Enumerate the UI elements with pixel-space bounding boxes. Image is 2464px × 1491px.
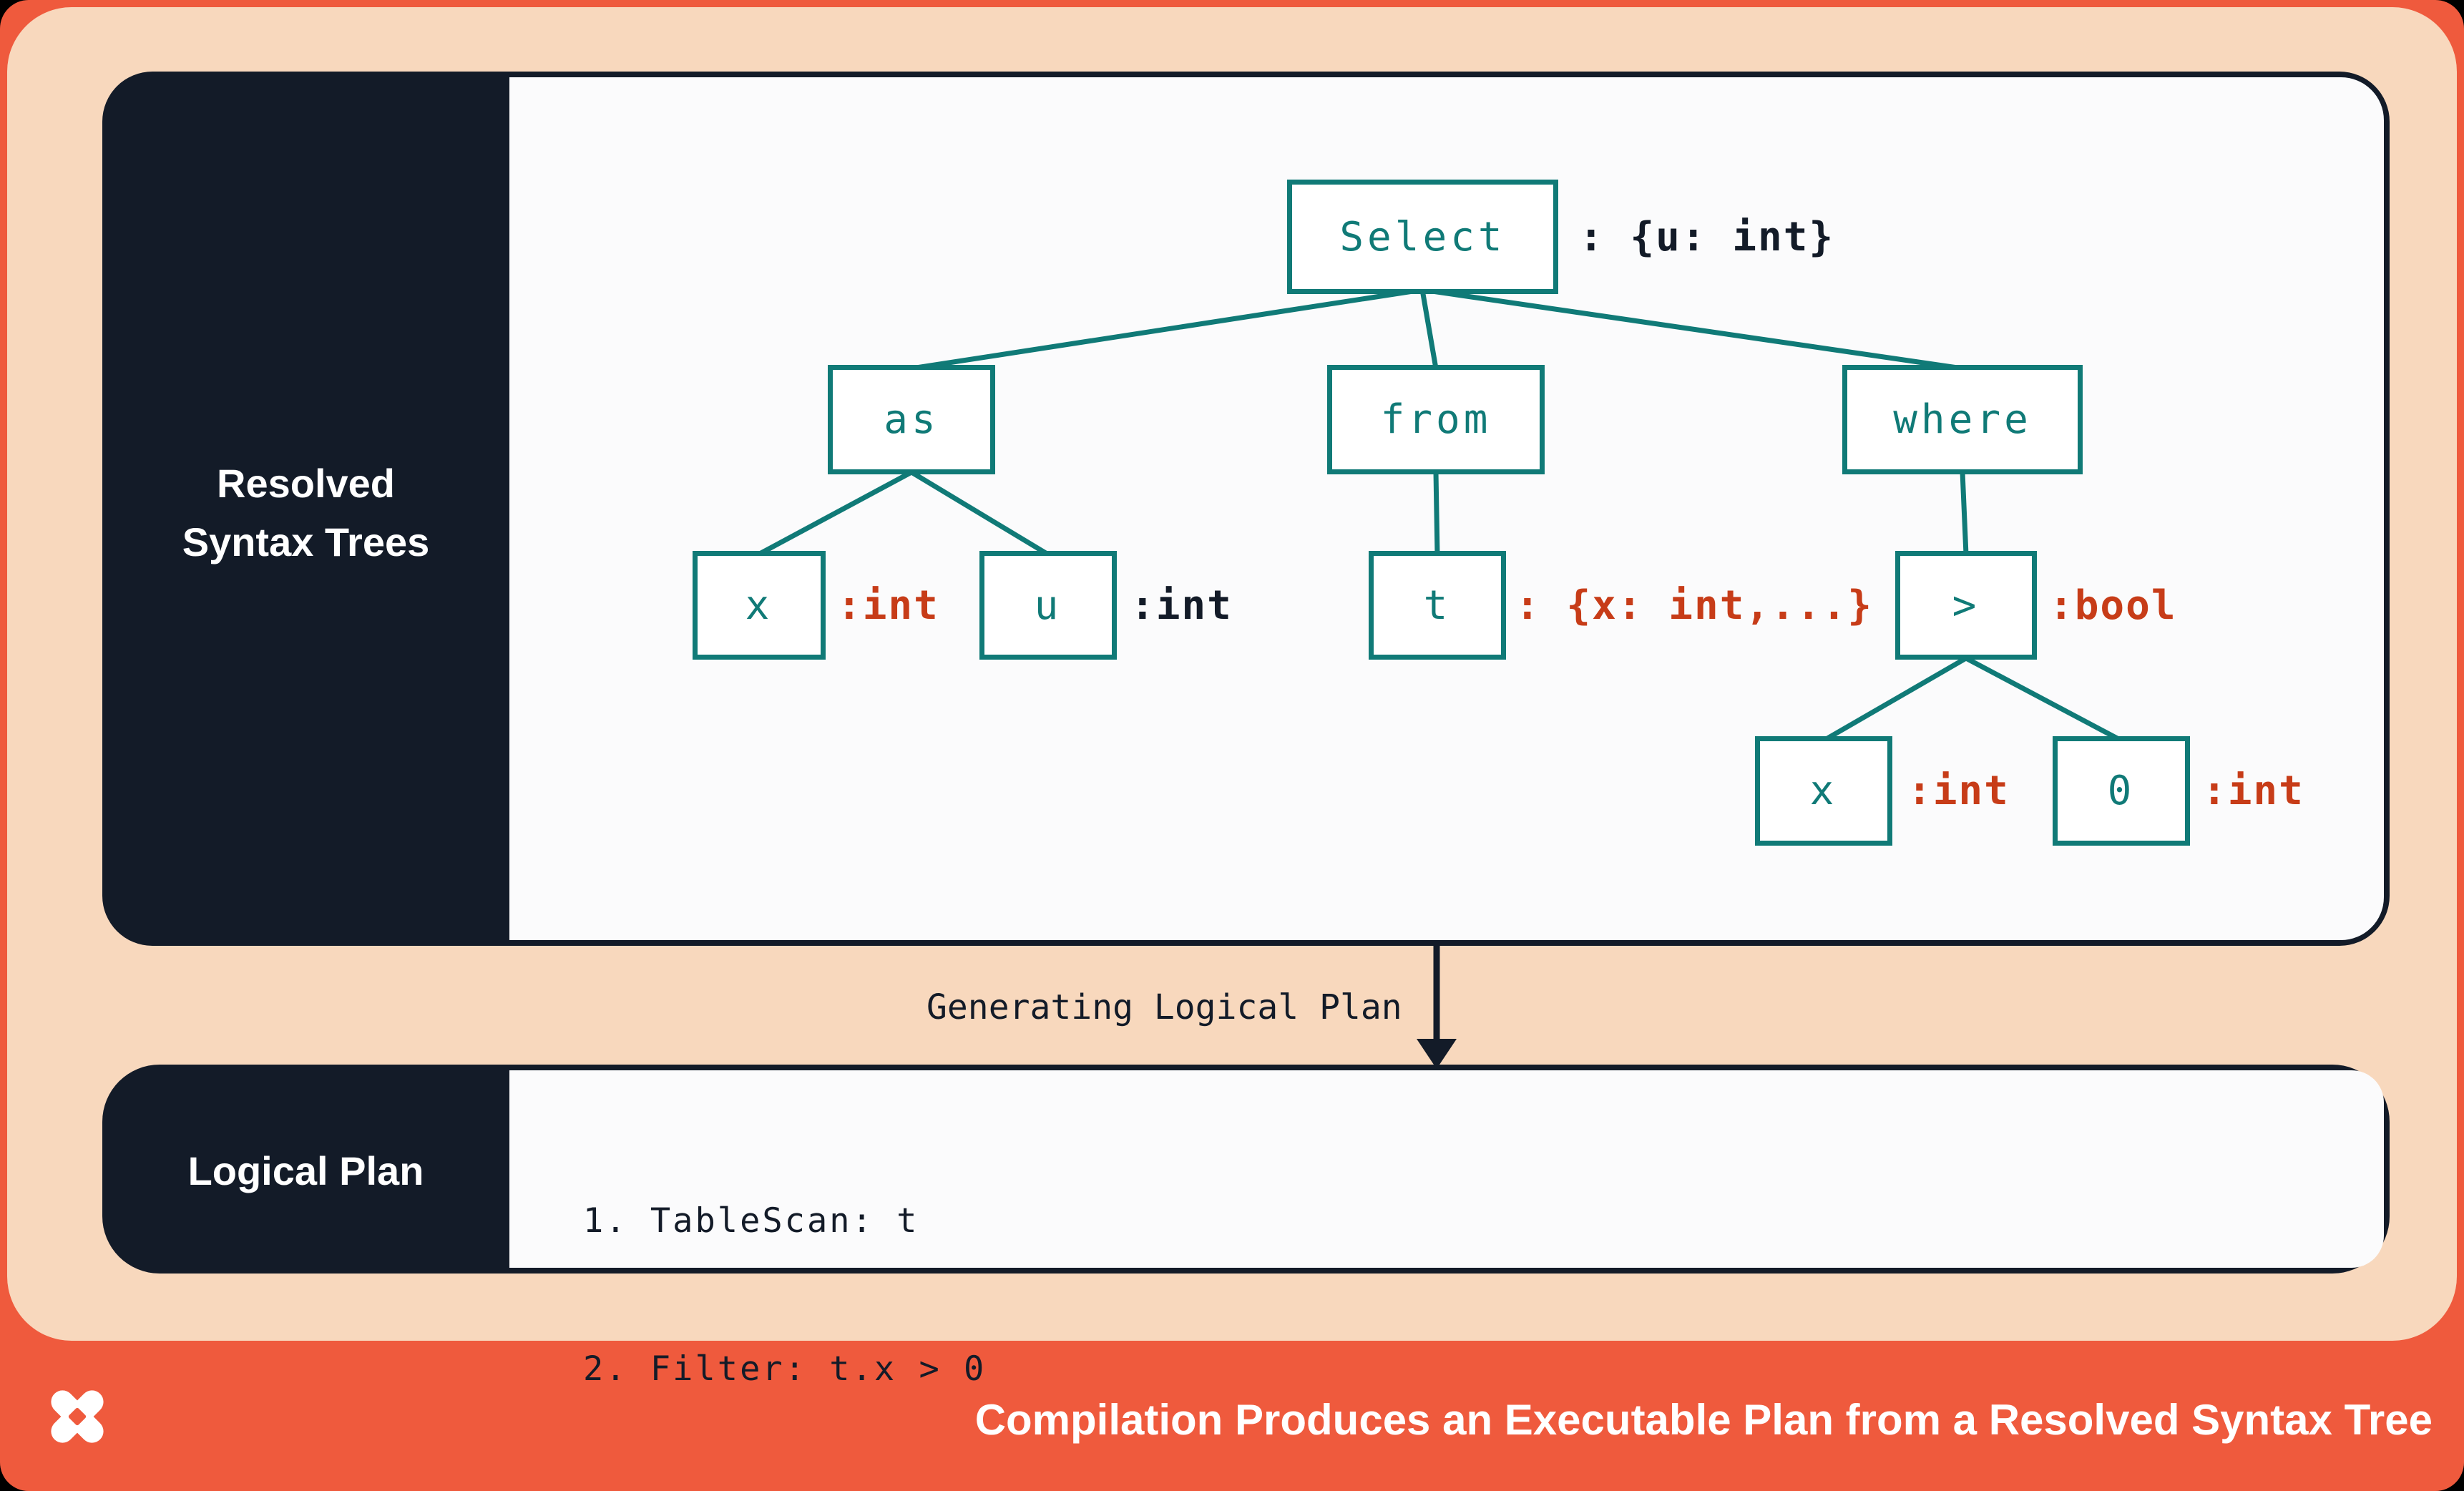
tree-node-greater-than: > [1895,551,2037,660]
annotation-x-predicate-type: :int [1907,768,2010,814]
annotation-u-type: :int [1130,582,1233,629]
logical-plan-steps: 1. TableScan: t 2. Filter: t.x > 0 3. Pr… [583,1098,1098,1491]
tree-node-t: t [1369,551,1506,660]
annotation-x-alias-type: :int [837,582,939,629]
annotation-t-type: : {x: int,...} [1515,582,1874,629]
annotation-zero-type: :int [2202,768,2304,814]
tree-node-x-alias: x [693,551,826,660]
plan-step-2: 2. Filter: t.x > 0 [583,1349,987,1389]
panel-title-logical-plan: Logical Plan [187,1148,424,1193]
panel-title-resolved-syntax-trees: Resolved Syntax Trees [102,454,509,572]
tree-node-as: as [828,365,995,474]
transition-label: Generating Logical Plan [927,987,1402,1027]
tree-node-where: where [1842,365,2083,474]
tree-node-from: from [1327,365,1545,474]
plan-step-1: 1. TableScan: t [583,1201,919,1241]
tree-node-x-predicate: x [1755,736,1892,846]
tree-node-u: u [979,551,1117,660]
annotation-greater-than-type: :bool [2049,582,2177,629]
tree-node-zero: 0 [2053,736,2190,846]
panel-title-line2: Syntax Trees [182,519,430,564]
panel-title-line1: Resolved [217,461,395,506]
annotation-select-type: : {u: int} [1579,213,1835,260]
logical-plan-canvas [509,1070,2384,1268]
x-pinwheel-logo [51,1390,104,1443]
resolved-syntax-trees-panel: Resolved Syntax Trees [102,72,2390,946]
logical-plan-panel: Logical Plan [102,1065,2390,1274]
tree-node-select: Select [1287,180,1558,294]
footer-caption: Compilation Produces an Executable Plan … [974,1396,2433,1444]
